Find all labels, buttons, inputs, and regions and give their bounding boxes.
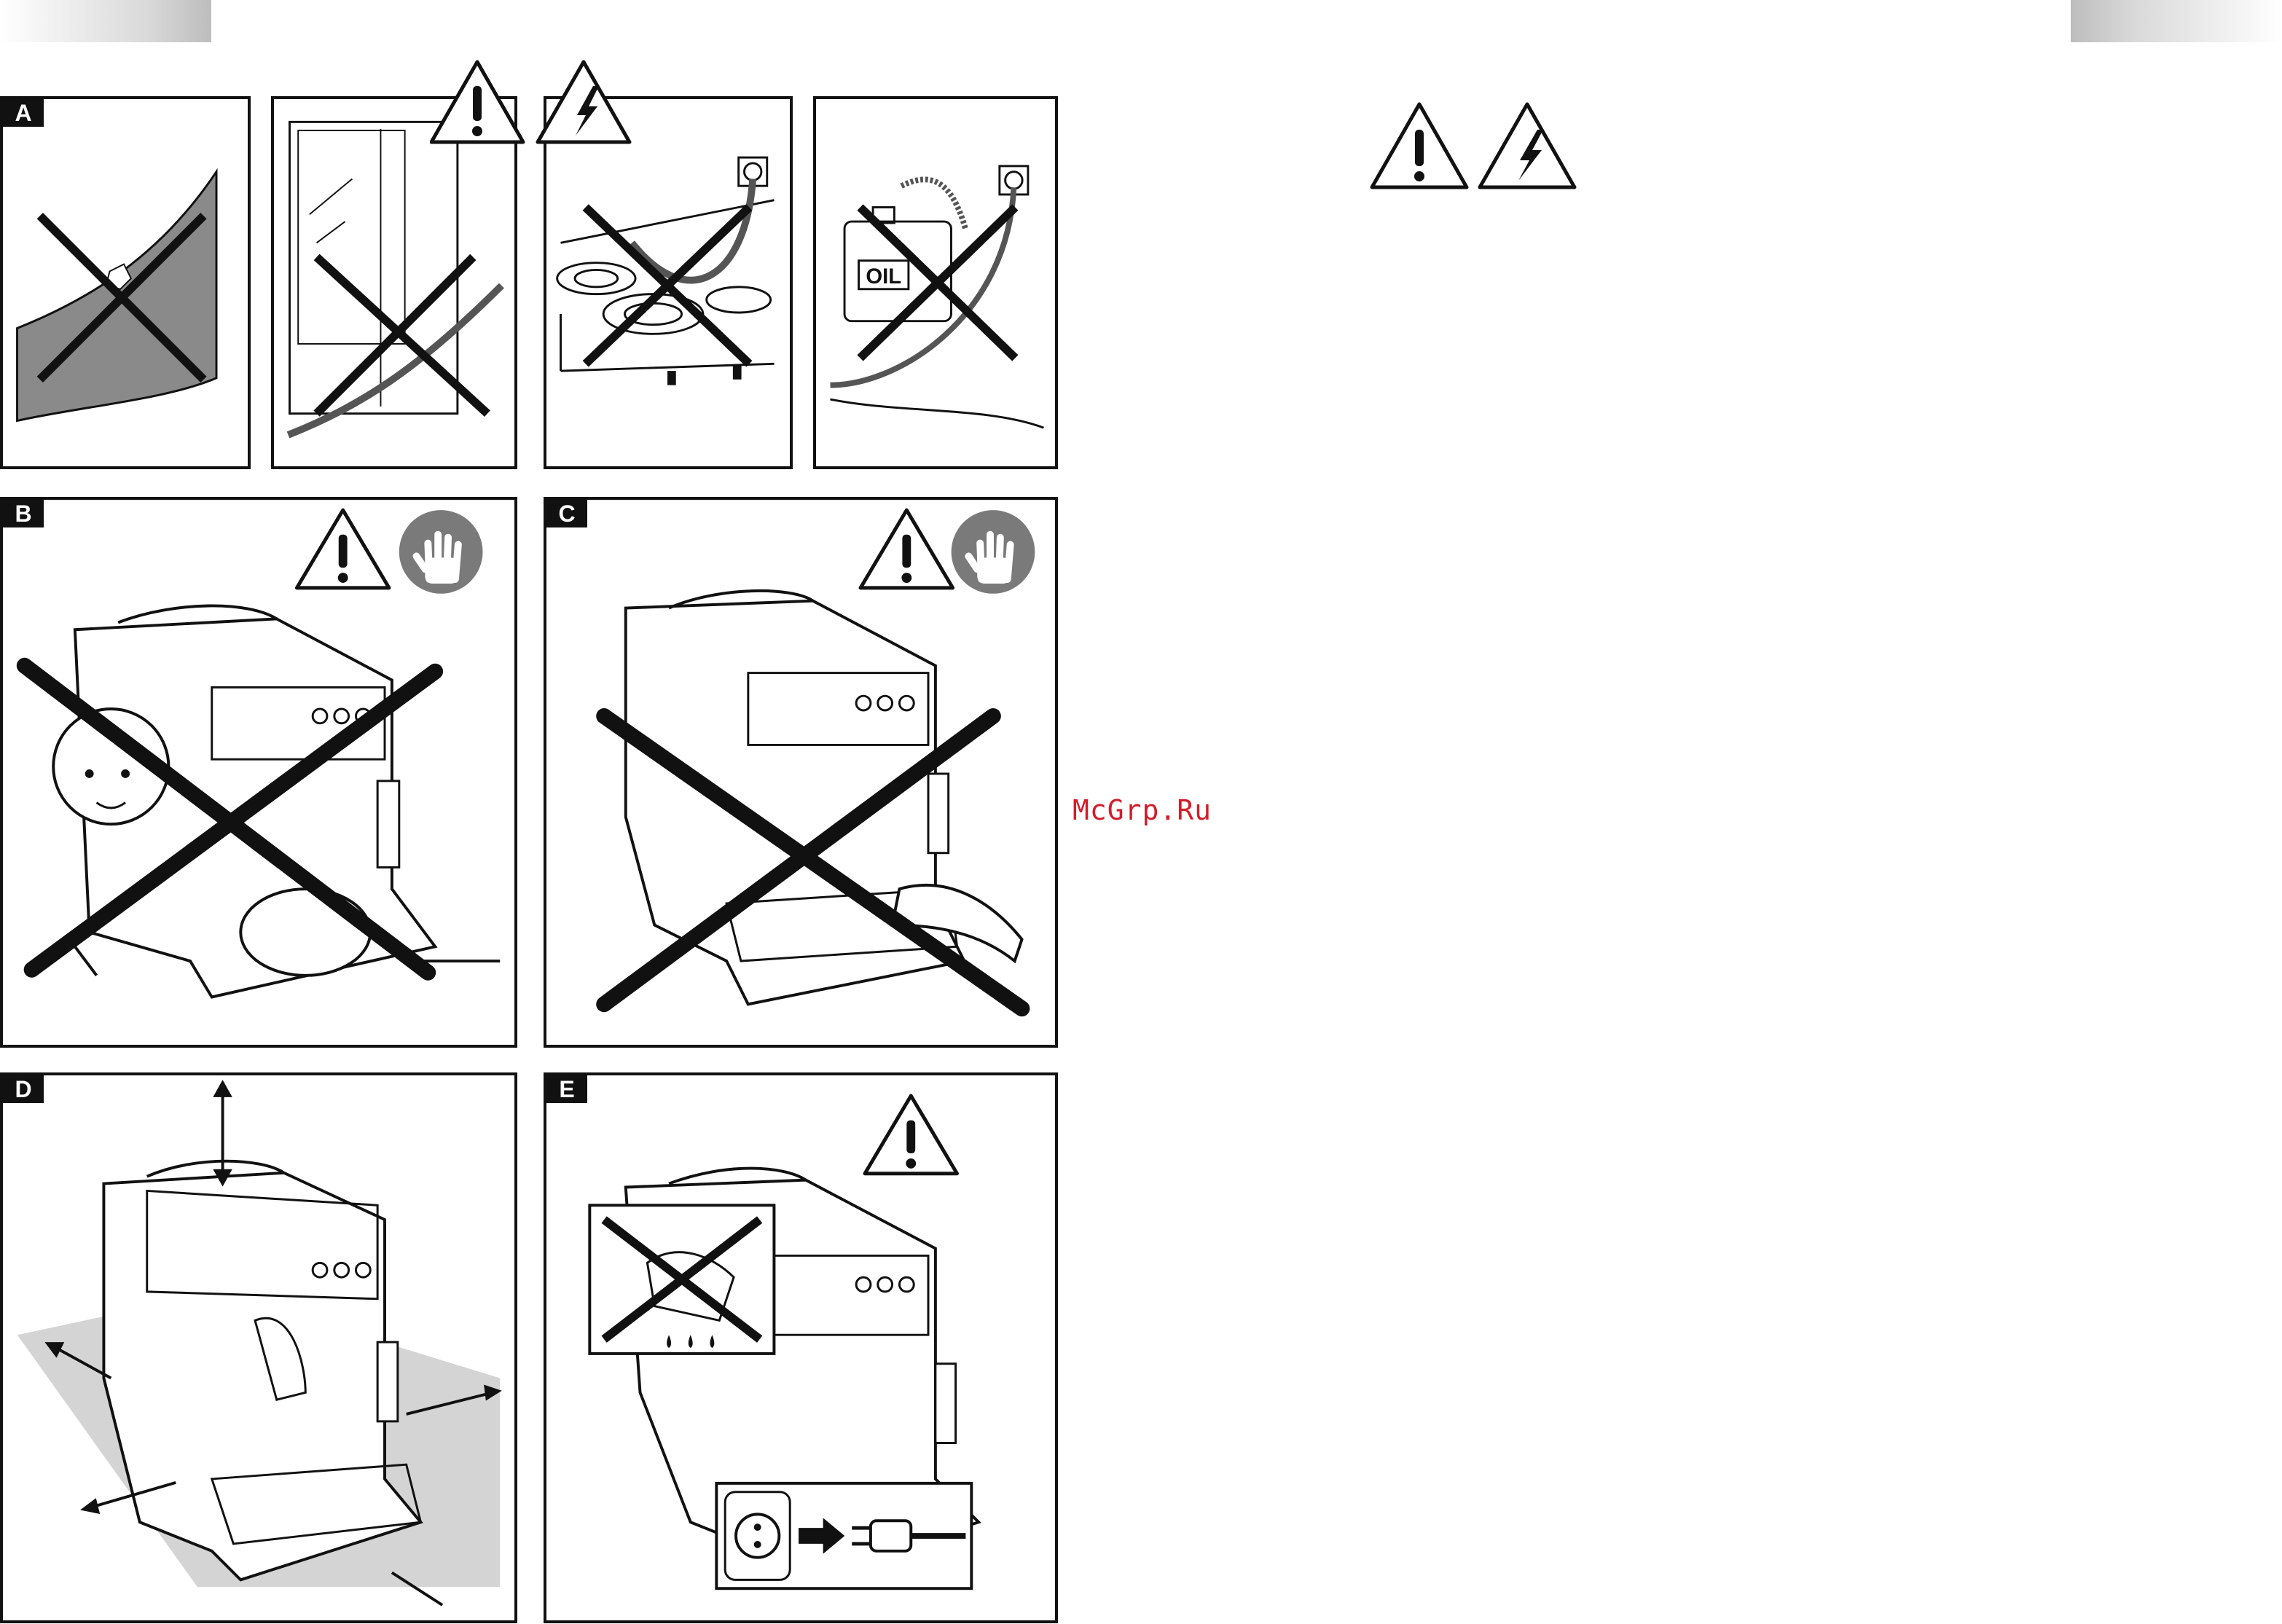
panel-letter-a: A: [3, 99, 44, 127]
panel-letter-e: E: [546, 1075, 587, 1103]
unplug-before-service-illustration: [546, 1075, 1055, 1620]
panel-e: E: [544, 1072, 1058, 1623]
panel-a1: A: [0, 96, 251, 469]
panel-a3: [544, 96, 793, 469]
cleaning-machine-illustration: [546, 500, 1055, 1045]
lightning-triangle-icon: [1480, 104, 1575, 187]
panel-letter-b: B: [3, 500, 44, 527]
panel-d: D: [0, 1072, 517, 1623]
panel-letter-c: C: [546, 500, 587, 527]
exclamation-triangle-icon: [860, 510, 953, 588]
hot-stove-cord-illustration: [546, 99, 790, 466]
row-a-warnings: [430, 58, 634, 146]
exclamation-triangle-icon: [1372, 104, 1467, 187]
inset-no-water: [589, 1205, 774, 1354]
panel-a2: [271, 96, 517, 469]
corner-tab-right: [2071, 0, 2282, 42]
corner-tab-left: [0, 0, 211, 42]
exclamation-triangle-icon: [865, 1096, 957, 1174]
panel-b: B: [0, 497, 517, 1048]
door-cord-illustration: [274, 99, 514, 466]
child-near-machine-illustration: [3, 500, 514, 1045]
damaged-cord-illustration: [3, 99, 248, 466]
exclamation-triangle-icon: [297, 510, 389, 588]
right-warnings: [1370, 101, 1581, 191]
watermark-text: McGrp.Ru: [1073, 794, 1212, 826]
panel-a4: OIL: [813, 96, 1058, 469]
panel-c: C: [544, 497, 1058, 1048]
placement-clearance-illustration: [3, 1075, 514, 1620]
oil-can-label: OIL: [866, 264, 901, 289]
oil-can-cord-illustration: OIL: [816, 99, 1055, 466]
lightning-triangle-icon: [538, 62, 630, 142]
hand-stop-icon: [399, 510, 483, 594]
panel-letter-d: D: [3, 1075, 44, 1103]
inset-unplug: [716, 1483, 971, 1588]
exclamation-triangle-icon: [431, 62, 523, 142]
hand-stop-icon: [952, 510, 1035, 594]
